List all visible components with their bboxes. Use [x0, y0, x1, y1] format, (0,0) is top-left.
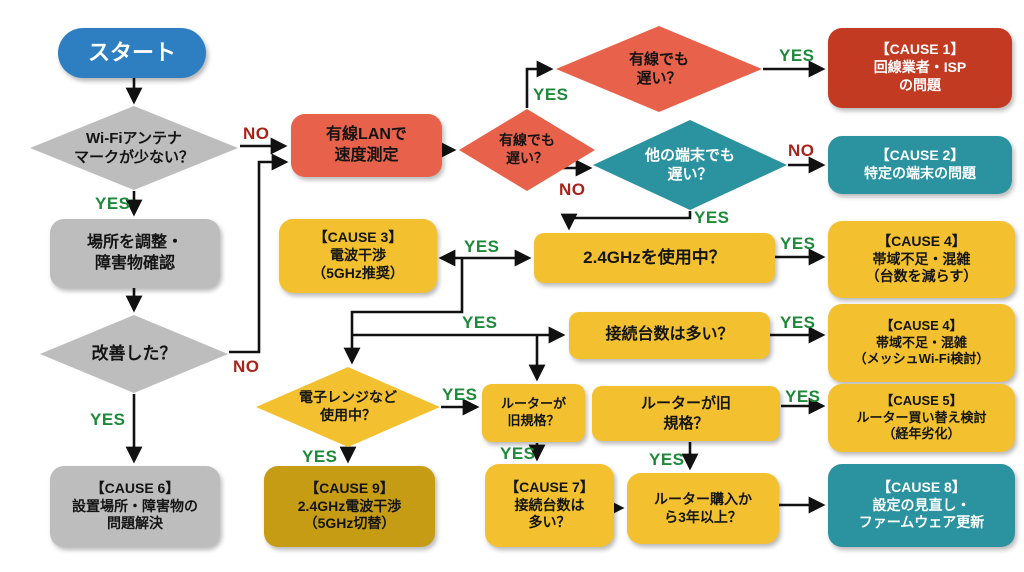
old-router-question-1: ルーターが 旧規格？: [482, 384, 585, 442]
cause6-result: 【CAUSE 6】 設置場所・障害物の 問題解決: [50, 466, 220, 547]
edge-label-yes: YES: [780, 313, 816, 332]
improved-question: 改善した？: [40, 315, 228, 393]
arrow-other-yes-down: [560, 211, 692, 231]
cause2-result: 【CAUSE 2】 特定の端末の問題: [828, 136, 1012, 194]
edge-label-yes: YES: [464, 237, 500, 256]
cause4a-result: 【CAUSE 4】 帯域不足・混雑 （台数を減らす）: [828, 221, 1015, 298]
edge-label-yes: YES: [780, 234, 816, 253]
edge-label-no: NO: [243, 124, 270, 143]
adjust-location-step: 場所を調整・ 障害物確認: [50, 219, 220, 288]
edge-label-no: NO: [788, 141, 815, 160]
cause7-result: 【CAUSE 7】 接続台数は 多い？: [485, 464, 614, 547]
start-node: スタート: [58, 28, 206, 78]
wired-lan-test-step: 有線LANで 速度測定: [291, 114, 442, 177]
old-router-question-2: ルーターが旧 規格？: [592, 386, 780, 441]
microwave-question: 電子レンジなど 使用中？: [256, 367, 440, 447]
wired-slow-question-1: 有線でも 遅い？: [459, 109, 595, 191]
other-devices-question: 他の端末でも 遅い？: [593, 120, 787, 210]
edge-label-yes: YES: [302, 447, 338, 466]
using-24ghz-question: 2.4GHzを使用中？: [534, 233, 775, 283]
edge-label-yes: YES: [649, 450, 685, 469]
edge-label-yes: YES: [462, 313, 498, 332]
cause1-result: 【CAUSE 1】 回線業者・ISP の問題: [828, 28, 1012, 108]
wired-slow-question-2: 有線でも 遅い？: [556, 26, 762, 112]
edge-label-yes: YES: [90, 410, 126, 429]
edge-label-no: NO: [233, 357, 260, 376]
cause3-result: 【CAUSE 3】 電波干渉 （5GHz推奨）: [279, 219, 437, 293]
edge-label-yes: YES: [442, 385, 478, 404]
cause5-result: 【CAUSE 5】 ルーター買い替え検討 （経年劣化）: [828, 384, 1015, 452]
edge-label-yes: YES: [95, 194, 131, 213]
cause4b-result: 【CAUSE 4】 帯域不足・混雑 （メッシュWi-Fi検討）: [828, 304, 1015, 382]
edge-label-yes: YES: [785, 387, 821, 406]
edge-label-yes: YES: [779, 46, 815, 65]
edge-label-yes: YES: [694, 208, 730, 227]
cause8-result: 【CAUSE 8】 設定の見直し・ ファームウェア更新: [828, 464, 1015, 547]
edge-label-yes: YES: [500, 444, 536, 463]
wifi-antenna-question: Wi-Fiアンテナ マークが少ない？: [30, 106, 238, 190]
cause9-result: 【CAUSE 9】 2.4GHz電波干渉 （5GHz切替）: [264, 466, 435, 547]
edge-label-no: NO: [559, 180, 586, 199]
router-3years-question: ルーター購入か ら3年以上？: [627, 473, 779, 544]
edge-label-yes: YES: [533, 85, 569, 104]
arrow-improve-no-loop: [229, 153, 289, 354]
many-devices-question: 接続台数は多い？: [569, 312, 770, 359]
